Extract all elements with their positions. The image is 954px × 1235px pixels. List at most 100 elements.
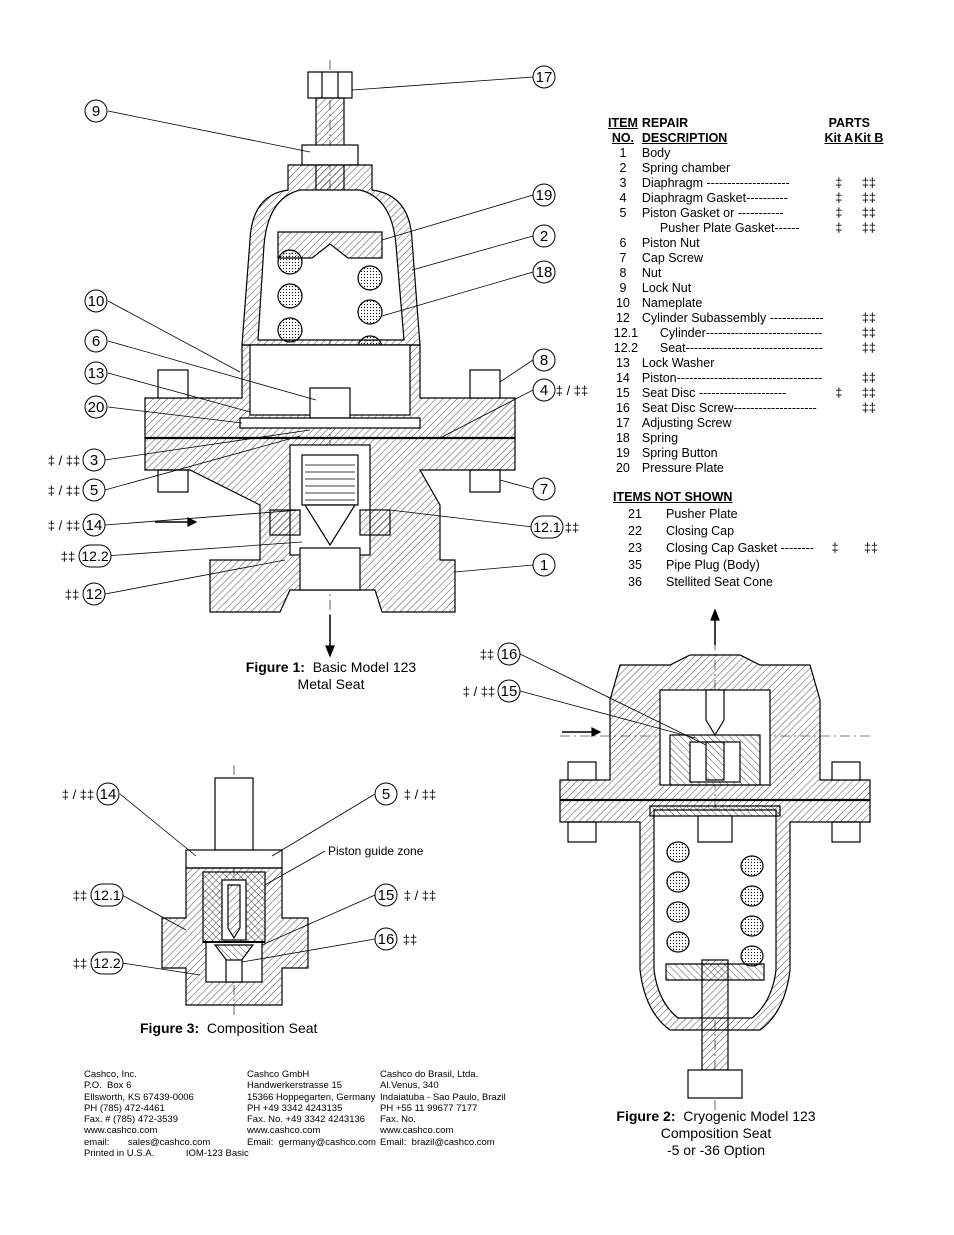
part-description: Seat Disc Screw-------------------- (641, 401, 817, 415)
callout-fig3-12-2: 12.2 ‡‡ (73, 951, 124, 975)
part-number: 23 (628, 541, 642, 555)
part-number: 36 (628, 575, 642, 589)
svg-text:16: 16 (378, 931, 395, 948)
kit-b-mark (854, 446, 884, 461)
svg-text:1: 1 (540, 557, 548, 574)
callout-12: 12 ‡‡ (65, 582, 106, 606)
part-number: 15 (615, 386, 630, 400)
svg-text:‡‡: ‡‡ (73, 888, 87, 903)
figure3-caption-title: Composition Seat (206, 1020, 318, 1036)
svg-text:8: 8 (540, 352, 548, 369)
address-line: PH +49 3342 4243135 (247, 1102, 343, 1114)
svg-text:‡ / ‡‡: ‡ / ‡‡ (556, 383, 589, 398)
kit-b-mark: ‡‡ (861, 326, 876, 340)
callout-5: 5 ‡ / ‡‡ (48, 478, 106, 502)
address-line: Fax. # (785) 472-3539 (84, 1114, 179, 1126)
part-description: Body (641, 146, 671, 160)
part-description: Seat--------------------------------- (659, 341, 823, 355)
callout-fig2-15: 15 ‡ / ‡‡ (463, 679, 521, 703)
kit-b-mark (854, 146, 884, 161)
callout-13: 13 (84, 361, 108, 385)
figure1-caption: Figure 1: Basic Model 123 Metal Seat (236, 659, 426, 693)
part-number: 35 (628, 558, 642, 572)
svg-text:3: 3 (90, 452, 98, 469)
part-number: 7 (619, 251, 627, 265)
header-repair: REPAIR (641, 116, 689, 130)
callout-2: 2 (532, 224, 556, 248)
part-description: Lock Nut (641, 281, 692, 295)
not-shown-title: ITEMS NOT SHOWN (613, 490, 733, 504)
kit-b-mark (854, 251, 884, 266)
svg-text:5: 5 (382, 786, 390, 803)
part-description: Nameplate (641, 296, 703, 310)
callout-12-1: 12.1 ‡‡ (530, 515, 579, 539)
part-description: Pusher Plate (666, 507, 738, 521)
kit-b-mark: ‡‡ (861, 401, 876, 415)
callout-fig3-15: 15 ‡ / ‡‡ (374, 883, 437, 907)
kit-b-mark: ‡‡ (864, 541, 878, 555)
kit-b-mark (854, 431, 884, 446)
parts-row: 12.2 Seat--------------------------------… (604, 341, 884, 356)
part-number: 12.2 (613, 341, 639, 355)
address-line: Fax. No. +49 3342 4243136 (247, 1114, 366, 1126)
kit-a-mark (824, 236, 854, 251)
callout-7: 7 (532, 477, 556, 501)
callout-17: 17 (532, 65, 556, 89)
svg-text:12.1: 12.1 (93, 887, 120, 903)
address-line: PH (785) 472-4461 (84, 1102, 165, 1114)
part-description: Pipe Plug (Body) (666, 558, 760, 572)
kit-a-mark (824, 161, 854, 176)
part-description: Spring (641, 431, 679, 445)
svg-text:20: 20 (88, 399, 105, 416)
callout-4: 4 ‡ / ‡‡ (532, 378, 589, 402)
figure2-caption-sub: Composition Seat (660, 1125, 772, 1141)
kit-b-mark (854, 575, 888, 590)
callout-1: 1 (532, 553, 556, 577)
svg-text:‡ / ‡‡: ‡ / ‡‡ (463, 684, 496, 699)
address-line: Cashco do Brasil, Ltda. (380, 1069, 479, 1080)
figure2-caption-option: -5 or -36 Option (666, 1142, 766, 1158)
svg-text:10: 10 (88, 293, 105, 310)
part-number: 14 (615, 371, 630, 385)
kit-b-mark: ‡‡ (861, 191, 876, 205)
svg-text:12: 12 (86, 586, 103, 603)
header-description: DESCRIPTION (641, 131, 728, 145)
address-line: www.cashco.com (380, 1125, 454, 1137)
figure1-caption-sub: Metal Seat (297, 676, 365, 692)
kit-a-mark (818, 558, 852, 573)
svg-text:‡‡: ‡‡ (61, 549, 75, 564)
svg-text:‡ / ‡‡: ‡ / ‡‡ (404, 888, 437, 903)
part-number: 2 (619, 161, 627, 175)
address-line: email: sales@cashco.com (84, 1136, 211, 1148)
part-description: Stellited Seat Cone (666, 575, 774, 589)
parts-list: ITEM REPAIR PARTS NO. DESCRIPTION Kit A … (604, 116, 884, 476)
header-parts: PARTS (828, 116, 870, 130)
parts-row: Pusher Plate Gasket------‡‡‡ (604, 221, 884, 236)
svg-text:‡‡: ‡‡ (403, 932, 417, 947)
kit-a-mark: ‡ (835, 176, 843, 190)
address-line: Printed in U.S.A. IOM-123 Basic (84, 1148, 249, 1160)
kit-a-mark (824, 266, 854, 281)
svg-text:15: 15 (501, 683, 518, 700)
callout-8: 8 (532, 348, 556, 372)
address-line: Email: brazil@cashco.com (380, 1136, 495, 1148)
svg-text:12.2: 12.2 (93, 955, 120, 971)
kit-b-mark (854, 356, 884, 371)
part-number: 19 (615, 446, 630, 460)
address-line: P.O. Box 6 (84, 1080, 132, 1092)
part-description: Closing Cap (666, 524, 735, 538)
svg-text:19: 19 (536, 187, 553, 204)
svg-text:5: 5 (90, 482, 98, 499)
svg-text:15: 15 (378, 887, 395, 904)
figure1-drawing (144, 60, 516, 658)
